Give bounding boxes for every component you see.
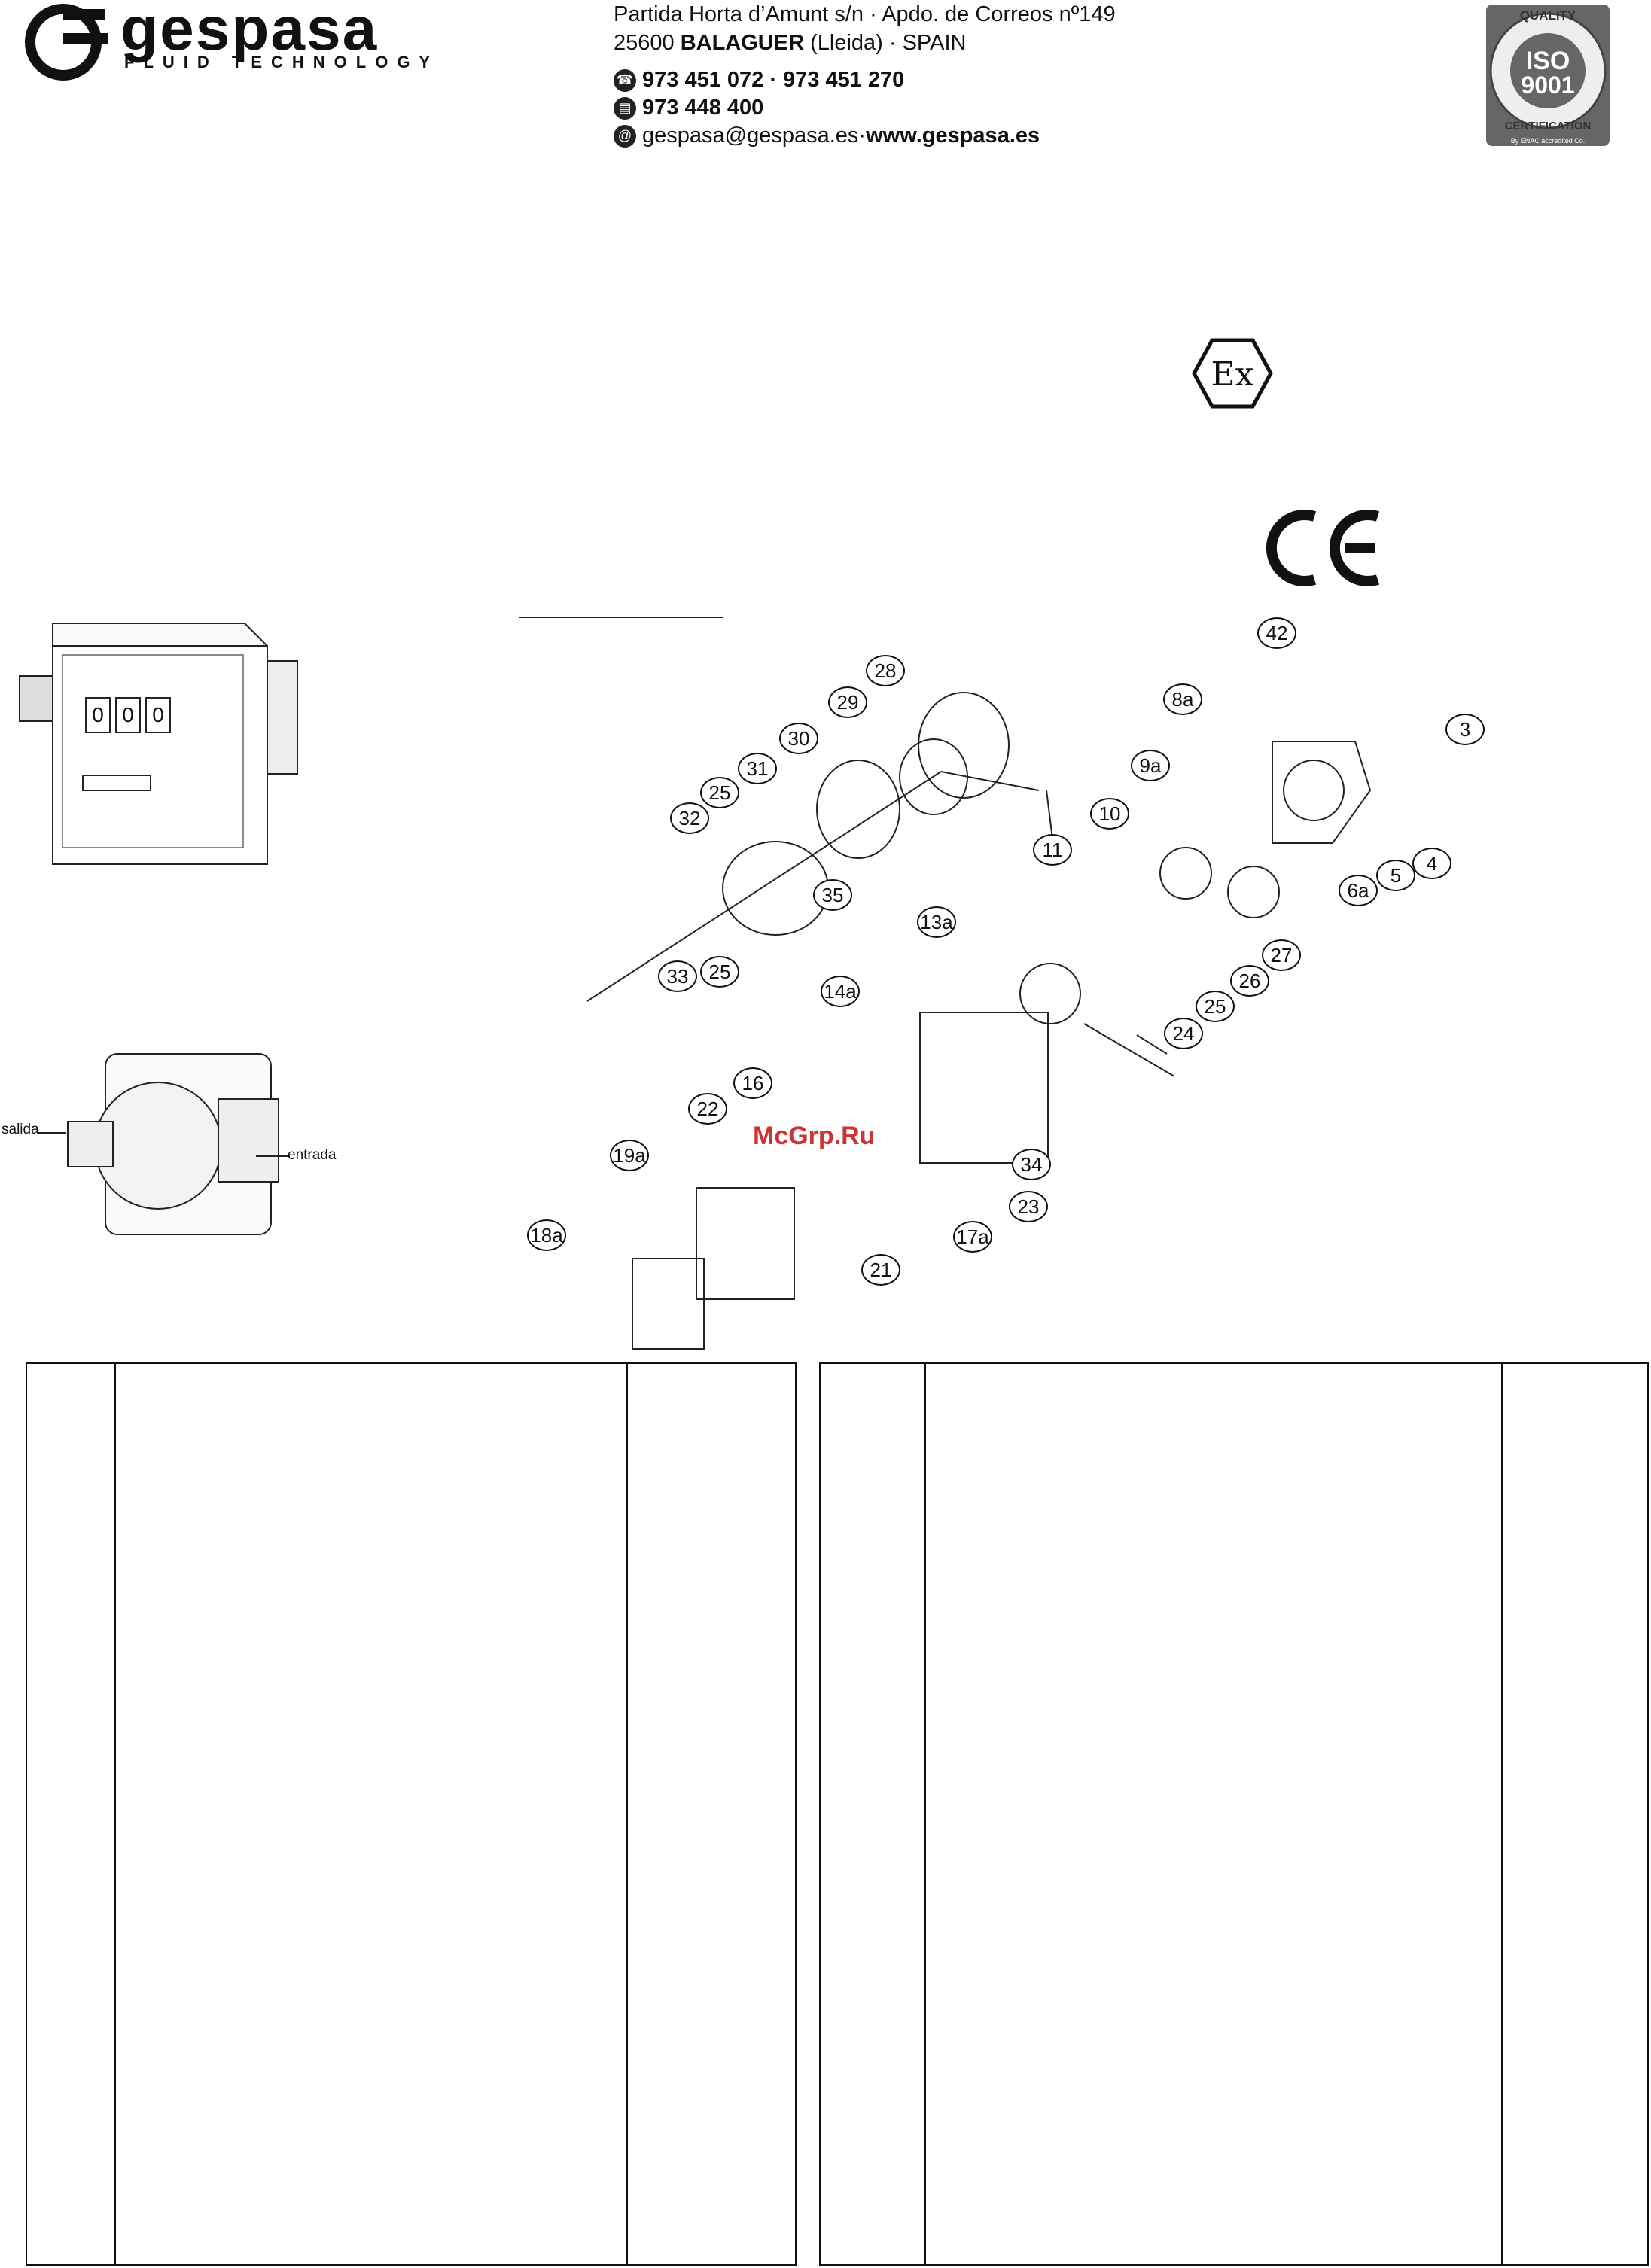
gespasa-logo: gespasa FLUID TECHNOLOGY	[23, 0, 474, 81]
part-callout: 23	[1009, 1191, 1048, 1222]
company-contacts: ☎ 973 451 072 · 973 451 270 ▤ 973 448 40…	[614, 66, 1156, 150]
part-callout: 31	[738, 753, 777, 784]
table-column-divider	[1501, 1364, 1503, 2264]
part-callout: 4	[1412, 848, 1451, 879]
postal-code: 25600	[614, 31, 681, 55]
part-callout: 14a	[821, 976, 860, 1007]
exploded-parts-diagram: 42 8a 3 28 29 30 9a 31 25 10 32 35 11 6a…	[519, 617, 1528, 1355]
address-line-1: Partida Horta d’Amunt s/n · Apdo. de Cor…	[614, 2, 1116, 26]
iso-top-text: QUALITY	[1520, 8, 1576, 23]
iso-9001-badge: QUALITY ISO 9001 CERTIFICATION By ENAC a…	[1485, 3, 1611, 148]
iso-main-text: ISO	[1526, 47, 1570, 75]
part-callout: 27	[1262, 939, 1301, 971]
counter-digits: 0 0 0	[85, 697, 171, 733]
watermark: McGrp.Ru	[753, 1122, 876, 1150]
part-callout: 29	[828, 686, 867, 718]
meter-back-drawing	[38, 1053, 290, 1235]
ex-hexagon-icon: Ex	[1192, 338, 1273, 409]
part-callout: 25	[700, 956, 739, 988]
iso-note-text: By ENAC accredited Co.	[1511, 137, 1586, 145]
ce-mark	[1265, 506, 1385, 590]
meter-front-drawing	[18, 623, 298, 865]
company-address: Partida Horta d’Amunt s/n · Apdo. de Cor…	[614, 0, 1156, 57]
website-link[interactable]: www.gespasa.es	[866, 123, 1040, 148]
phone-icon: ☎	[614, 68, 636, 92]
ex-text: Ex	[1211, 355, 1254, 394]
part-callout: 21	[861, 1254, 900, 1286]
part-callout: 10	[1090, 798, 1129, 830]
separator: ·	[858, 123, 867, 148]
part-callout: 9a	[1131, 750, 1170, 781]
city: BALAGUER	[680, 31, 805, 55]
part-callout: 8a	[1163, 683, 1202, 715]
region-country: (Lleida) · SPAIN	[804, 31, 967, 55]
parts-table-right	[819, 1362, 1649, 2266]
table-column-divider	[626, 1364, 628, 2264]
part-callout: 25	[1196, 991, 1235, 1022]
counter-digit: 0	[145, 697, 171, 733]
phone-row: ☎ 973 451 072 · 973 451 270	[614, 66, 1156, 94]
iso-seal-icon: QUALITY ISO 9001 CERTIFICATION By ENAC a…	[1486, 5, 1610, 146]
part-callout: 30	[779, 723, 818, 754]
ce-icon	[1266, 510, 1380, 586]
table-column-divider	[114, 1364, 116, 2264]
fax-icon: ▤	[614, 96, 636, 120]
brand-name: gespasa	[120, 0, 379, 63]
atex-ex-mark: Ex	[1191, 337, 1274, 409]
fax-number: 973 448 400	[642, 96, 764, 120]
iso-number-text: 9001	[1521, 72, 1574, 99]
table-column-divider	[924, 1364, 926, 2264]
parts-table-left	[26, 1362, 797, 2266]
part-callout: 22	[688, 1093, 727, 1125]
part-callout: 32	[670, 802, 709, 834]
part-callout: 13a	[917, 906, 956, 938]
inlet-label: entrada	[288, 1147, 337, 1163]
gespasa-logo-mark-icon	[25, 4, 108, 81]
part-callout: 18a	[527, 1219, 566, 1251]
meter-front-view: 0 0 0	[18, 616, 320, 872]
part-callout: 25	[700, 777, 739, 808]
email-link[interactable]: gespasa@gespasa.es	[642, 123, 859, 148]
part-callout: 33	[658, 960, 697, 992]
email-web-row: @ gespasa@gespasa.es · www.gespasa.es	[614, 122, 1156, 150]
fax-row: ▤ 973 448 400	[614, 94, 1156, 122]
parts-drawing	[519, 617, 1372, 1350]
meter-back-view: salida entrada	[0, 1039, 354, 1250]
phone-numbers: 973 451 072 · 973 451 270	[642, 68, 905, 92]
part-callout: 3	[1445, 714, 1485, 745]
part-callout: 5	[1376, 860, 1415, 891]
part-callout: 19a	[610, 1140, 649, 1171]
part-callout: 6a	[1339, 875, 1378, 906]
part-callout: 17a	[953, 1221, 992, 1253]
address-line-2: 25600 BALAGUER (Lleida) · SPAIN	[614, 29, 1156, 57]
part-callout: 35	[813, 879, 852, 911]
part-callout: 16	[733, 1067, 772, 1099]
part-callout: 42	[1257, 617, 1296, 649]
counter-digit: 0	[115, 697, 141, 733]
brand-tagline: FLUID TECHNOLOGY	[124, 53, 440, 72]
part-callout: 11	[1033, 834, 1072, 866]
iso-bottom-text: CERTIFICATION	[1505, 120, 1592, 132]
outlet-label: salida	[2, 1122, 39, 1137]
at-icon: @	[614, 124, 636, 148]
part-callout: 28	[866, 655, 905, 686]
part-callout: 34	[1012, 1149, 1051, 1180]
part-callout: 26	[1230, 965, 1269, 997]
part-callout: 24	[1164, 1018, 1203, 1049]
counter-digit: 0	[85, 697, 111, 733]
